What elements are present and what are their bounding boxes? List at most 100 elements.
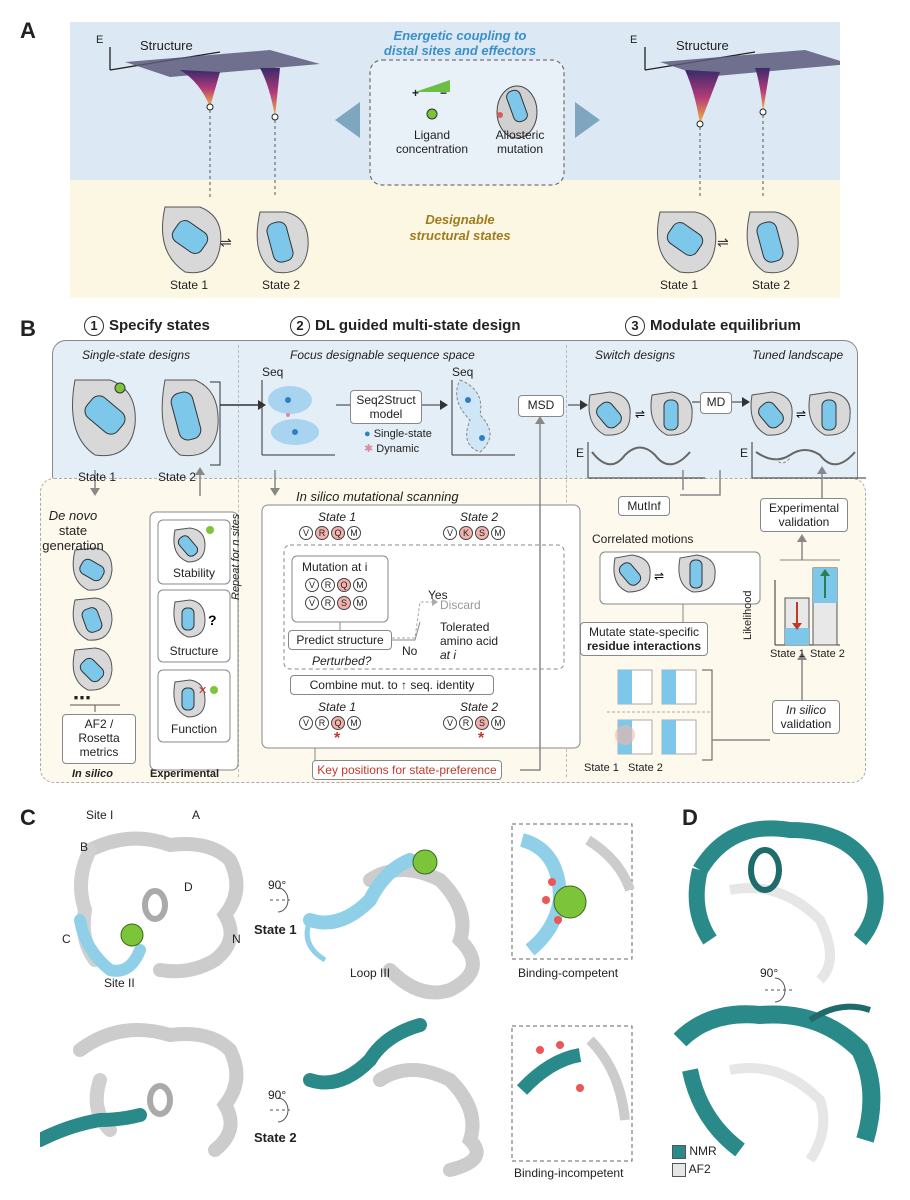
allosteric-label-line2: mutation <box>496 142 544 156</box>
svg-text:⇌: ⇌ <box>717 234 729 250</box>
focus-space-label: Focus designable sequence space <box>290 348 475 362</box>
b-state1-label: State 1 <box>78 470 117 484</box>
perturbed-label: Perturbed? <box>312 654 372 668</box>
n-terminus-label: N <box>232 932 241 946</box>
res-f2-2: S <box>475 716 489 730</box>
structure-state1-front <box>74 831 244 979</box>
res-s2-3: M <box>491 526 505 540</box>
res-m2-1: R <box>321 596 335 610</box>
legend-nmr-text: NMR <box>689 1144 717 1158</box>
exp-validation-line2: validation <box>778 515 830 529</box>
insilico-validation-box: In silico validation <box>772 700 840 734</box>
tolerated-line2: amino acid <box>440 634 499 648</box>
denovo-line1: De novo <box>48 508 98 523</box>
ligand-label-line2: concentration <box>395 142 469 156</box>
legend-af2-text: AF2 <box>688 1162 711 1176</box>
mutinf-box: MutInf <box>618 496 670 516</box>
arrow-left <box>335 102 360 138</box>
allosteric-label-line1: Allosteric <box>495 128 545 142</box>
res-s2-1: K <box>459 526 473 540</box>
c-rot2-label: 90° <box>268 1088 287 1102</box>
res-m1-1: R <box>321 578 335 592</box>
energy-landscape-left <box>109 47 320 197</box>
energy-label-switch: E <box>576 446 585 460</box>
structure-state1-side <box>303 849 480 1000</box>
res-f2-3: M <box>491 716 505 730</box>
step2-header: 2 DL guided multi-state design <box>290 316 521 336</box>
axis-e-right: E <box>630 34 638 46</box>
binding-competent-label: Binding-competent <box>518 966 619 980</box>
scanning-title: In silico mutational scanning <box>296 489 459 504</box>
structure-label: Structure <box>169 644 219 658</box>
stability-label: Stability <box>172 566 216 580</box>
panel-b-label: B <box>20 316 36 341</box>
protein-state2-right <box>746 211 799 274</box>
binding-incompetent-label: Binding-incompetent <box>514 1166 624 1180</box>
minus-sign: − <box>440 86 448 100</box>
panel-c-graphics <box>40 823 635 1177</box>
step2-number: 2 <box>290 316 310 336</box>
switch-designs-label: Switch designs <box>595 348 676 362</box>
panel-a-graphics: ⇌ ⇌ <box>109 47 840 274</box>
svg-text:⇌: ⇌ <box>654 569 664 583</box>
res-m2-2: S <box>337 596 351 610</box>
site2-label: Site II <box>104 976 135 990</box>
likelihood-label: Likelihood <box>742 590 754 640</box>
final-state2-label: State 2 <box>460 700 499 714</box>
insilico-val-line1: In silico <box>785 703 826 717</box>
exp-validation-box: Experimental validation <box>760 498 848 532</box>
arrow-right <box>575 102 600 138</box>
mutate-line1: Mutate state-specific <box>588 625 700 639</box>
af2-line3: metrics <box>79 745 119 759</box>
combine-box: Combine mut. to ↑ seq. identity <box>290 675 494 695</box>
denovo-line3: generation <box>42 538 104 553</box>
af2-line2: Rosetta <box>78 731 120 745</box>
ellipsis: ⋯ <box>73 688 91 708</box>
axis-structure-right: Structure <box>676 38 729 53</box>
res-m2-3: M <box>353 596 367 610</box>
yes-label: Yes <box>428 588 448 602</box>
loop3-label: Loop III <box>350 966 391 980</box>
res-m1-0: V <box>305 578 319 592</box>
res-m1-3: M <box>353 578 367 592</box>
designable-line1: Designable <box>425 212 495 227</box>
energy-landscape-right <box>644 47 840 197</box>
helix-c-label: C <box>62 932 71 946</box>
seq-label-1: Seq <box>262 365 284 379</box>
no-label: No <box>402 644 418 658</box>
legend-single-text: Single-state <box>373 428 432 440</box>
helix-d-label: D <box>184 880 193 894</box>
final-state1-label: State 1 <box>318 700 357 714</box>
msd-box: MSD <box>518 395 564 417</box>
step2-title: DL guided multi-state design <box>315 317 521 334</box>
tolerated-line3: at i <box>440 648 457 662</box>
plus-sign: + <box>412 86 420 100</box>
legend-dynamic-text: Dynamic <box>376 443 420 455</box>
tolerated-line1: Tolerated <box>440 620 490 634</box>
tolerated-label: Tolerated amino acid at i <box>440 620 498 662</box>
designable-line2: structural states <box>409 228 511 243</box>
legend-af2-swatch <box>672 1162 686 1177</box>
step1-title: Specify states <box>109 317 210 334</box>
function-label: Function <box>170 722 218 736</box>
seq-label-2: Seq <box>452 365 474 379</box>
a-state2-right: State 2 <box>752 278 791 292</box>
protein-state1-right <box>657 211 717 274</box>
coupling-title-line2: distal sites and effectors <box>383 43 537 58</box>
nmr-ensemble-top <box>688 820 884 984</box>
bottom-state1-label: State 1 <box>584 762 619 774</box>
panel-d-label: D <box>682 805 698 830</box>
step3-title: Modulate equilibrium <box>650 317 801 334</box>
res-f2-0: V <box>443 716 457 730</box>
energy-label-tuned: E <box>740 446 749 460</box>
coupling-title: Energetic coupling to distal sites and e… <box>360 28 560 58</box>
bottom-state2-label: State 2 <box>628 762 663 774</box>
mutation-at-i-label: Mutation at i <box>302 560 368 574</box>
denovo-label: De novo state generation <box>40 508 106 553</box>
allosteric-label: Allosteric mutation <box>480 128 560 156</box>
res-s1-3: M <box>347 526 361 540</box>
d-rot-label: 90° <box>760 966 779 980</box>
